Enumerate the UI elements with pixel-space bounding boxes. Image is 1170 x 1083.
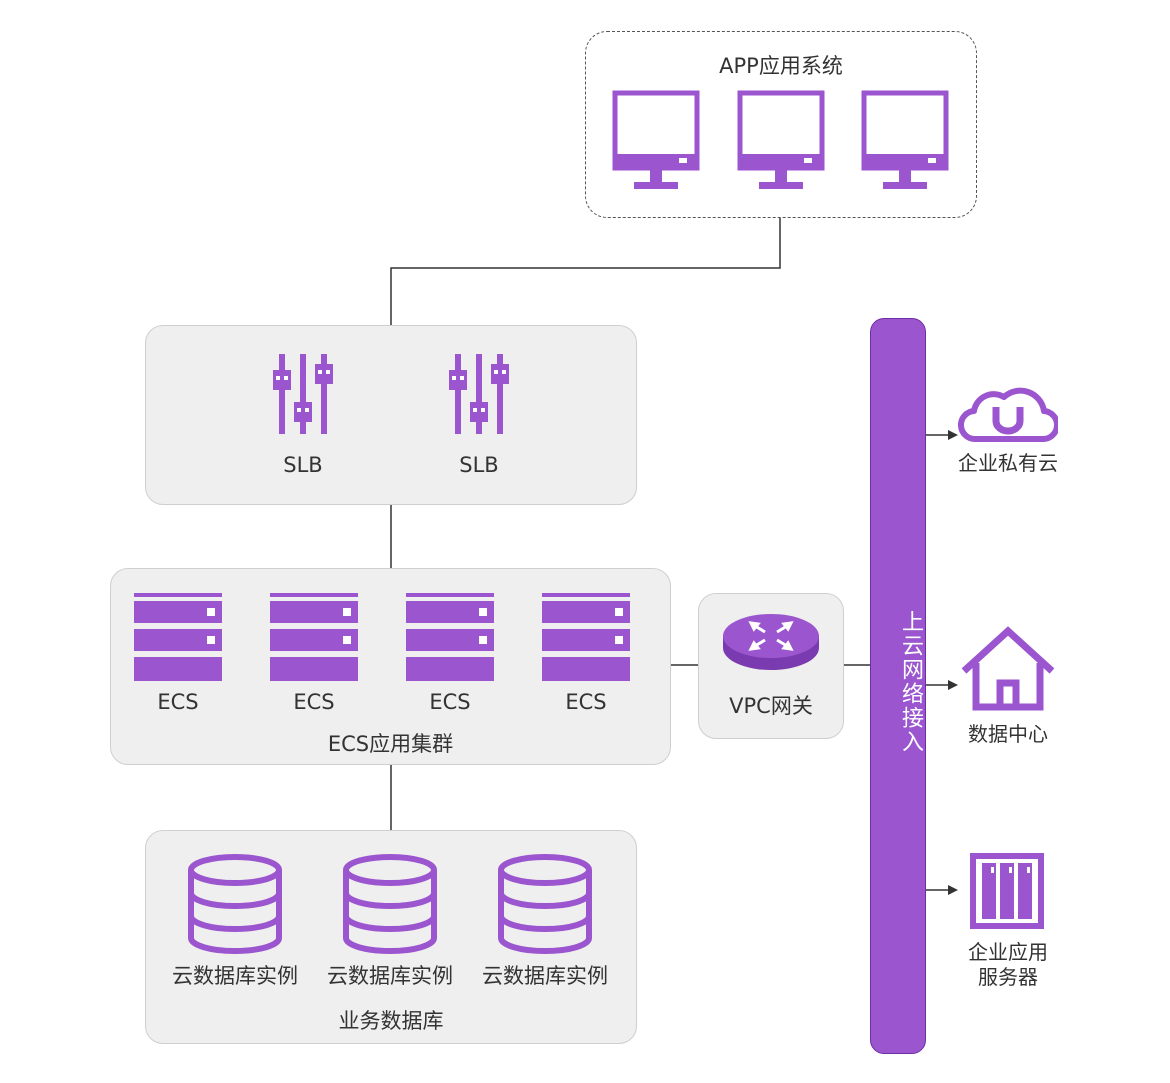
database-icon (188, 854, 282, 954)
cloud-network-access-bus (870, 318, 926, 1054)
enterprise-app-server-label-line2: 服务器 (978, 965, 1038, 989)
router-icon (723, 614, 819, 670)
database-icon (343, 854, 437, 954)
data-center-label: 数据中心 (968, 722, 1048, 746)
arrow-icon (926, 680, 958, 690)
vpc-gateway-label: VPC网关 (729, 694, 813, 718)
cloud-network-access-label: 上云网络接入 (898, 610, 923, 754)
arrow-icon (926, 885, 958, 895)
load-balancer-icon (273, 354, 333, 434)
server-rack-icon (270, 593, 358, 681)
database-instance-label: 云数据库实例 (172, 964, 298, 988)
server-rack-icon (542, 593, 630, 681)
ecs-cluster-title: ECS应用集群 (327, 732, 454, 756)
server-rack-icon (134, 593, 222, 681)
slb-label: SLB (283, 453, 323, 477)
cloud-icon (958, 387, 1058, 443)
enterprise-app-server-label-line1: 企业应用 (968, 940, 1048, 964)
private-cloud-label: 企业私有云 (958, 451, 1058, 475)
ecs-label: ECS (157, 690, 199, 714)
app-system-title: APP应用系统 (719, 54, 843, 78)
ecs-label: ECS (293, 690, 335, 714)
monitor-icon (861, 90, 949, 189)
monitor-icon (737, 90, 825, 189)
ecs-label: ECS (429, 690, 471, 714)
database-group-title: 业务数据库 (338, 1009, 444, 1033)
slb-label: SLB (459, 453, 499, 477)
house-icon (961, 626, 1055, 711)
database-icon (498, 854, 592, 954)
database-instance-label: 云数据库实例 (482, 964, 608, 988)
slb-group (145, 325, 637, 505)
server-rack-icon (406, 593, 494, 681)
monitor-icon (612, 90, 700, 189)
database-instance-label: 云数据库实例 (327, 964, 453, 988)
ecs-label: ECS (565, 690, 607, 714)
database-group (145, 830, 637, 1044)
load-balancer-icon (449, 354, 509, 434)
arrow-icon (926, 430, 958, 440)
server-cabinet-icon (970, 853, 1044, 929)
